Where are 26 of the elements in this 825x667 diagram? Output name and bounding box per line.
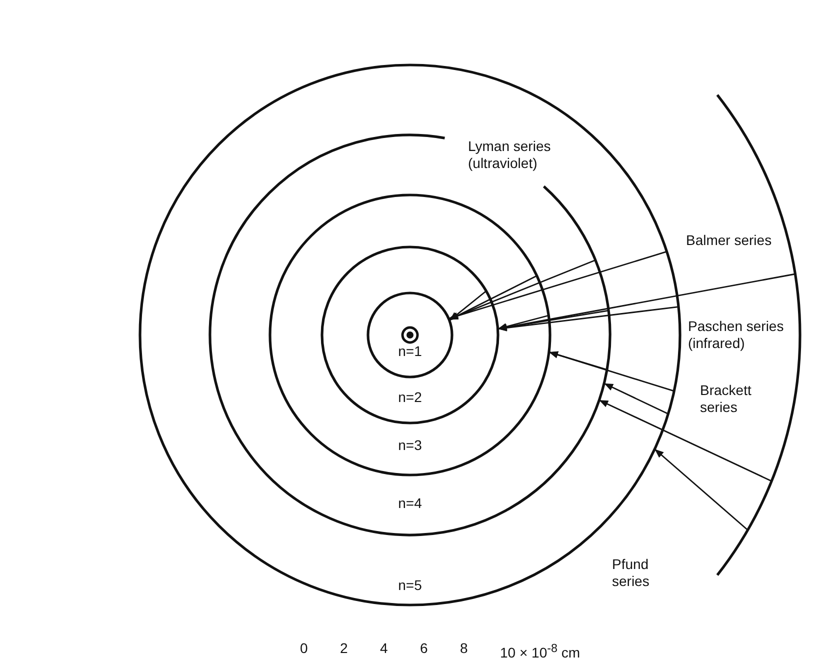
- transition-arrow: [448, 275, 538, 321]
- transition-arrow: [448, 250, 667, 320]
- transition-arrow: [449, 290, 487, 322]
- transition-arrow: [498, 314, 549, 330]
- scale-label: 0: [300, 640, 308, 657]
- scale-label: 2: [340, 640, 348, 657]
- orbit-label: n=1: [398, 343, 422, 359]
- series-label: Balmer series: [686, 232, 773, 249]
- series-label: Brackett series: [700, 382, 752, 416]
- scale-label: 10 × 10$^{-8}$ cm: [500, 641, 580, 662]
- scale-label: 4: [380, 640, 388, 657]
- orbit-label: n=3: [398, 437, 422, 453]
- orbit-label: n=4: [398, 495, 422, 511]
- orbit-label: n=2: [398, 389, 422, 405]
- scale-label: 6: [420, 640, 428, 657]
- transition-arrow: [548, 351, 608, 370]
- transition-arrow: [654, 448, 748, 531]
- scale-label: 8: [460, 640, 468, 657]
- series-label: Pfund series: [612, 556, 650, 590]
- series-label: Lyman series (ultraviolet): [468, 138, 552, 172]
- transition-arrow: [548, 351, 674, 392]
- transition-arrow: [598, 399, 772, 482]
- orbit-label: n=5: [398, 577, 422, 593]
- series-label: Paschen series (infrared): [688, 318, 785, 352]
- transition-arrow: [498, 273, 796, 331]
- transition-arrow: [604, 382, 668, 415]
